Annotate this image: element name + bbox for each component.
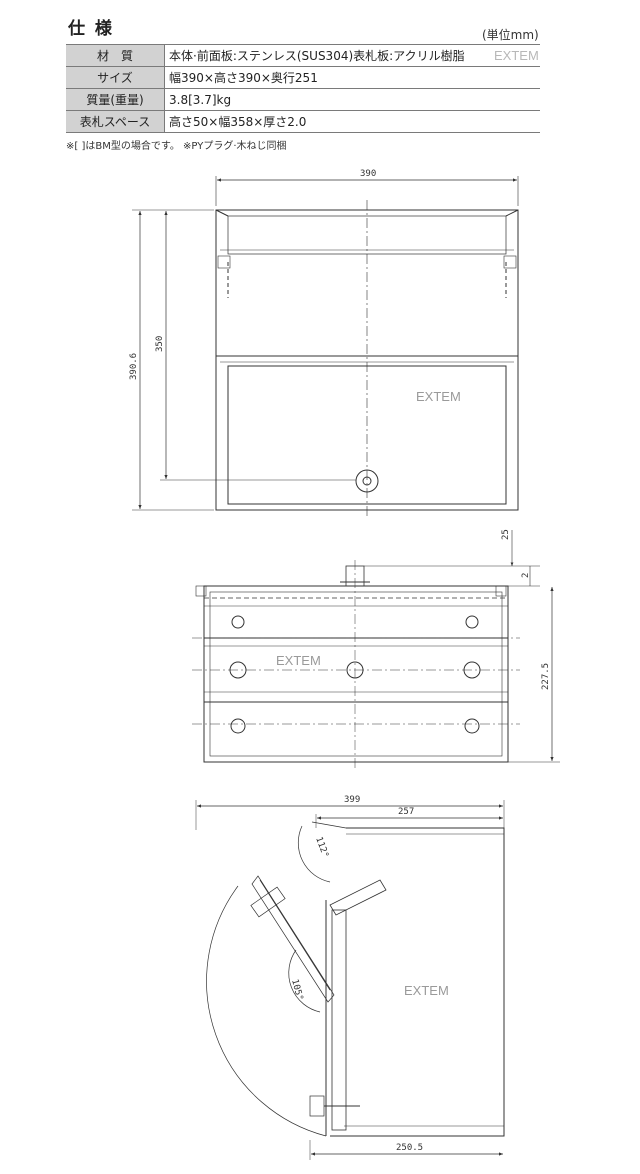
spec-row-weight: 質量(重量) 3.8[3.7]kg [66, 88, 540, 111]
front-height-total-dim: 390.6 [129, 353, 139, 380]
unit-label: (単位mm) [482, 28, 539, 42]
watermark-front: EXTEM [416, 389, 461, 404]
side-angle-mid: 105° [289, 978, 304, 1002]
spec-title: 仕 様 [68, 19, 114, 39]
watermark-side: EXTEM [404, 983, 449, 998]
spec-label: 質量(重量) [66, 88, 165, 111]
spec-table: 材 質 本体·前面板:ステンレス(SUS304)表札板:アクリル樹脂 サイズ 幅… [66, 44, 540, 133]
spec-value: 本体·前面板:ステンレス(SUS304)表札板:アクリル樹脂 [164, 44, 540, 67]
side-angle-top: 112° [313, 836, 330, 860]
spec-row-size: サイズ 幅390×高さ390×奥行251 [66, 66, 540, 89]
spec-label: サイズ [66, 66, 165, 89]
back-view [192, 530, 560, 770]
side-bottom-dim: 250.5 [396, 1143, 423, 1153]
front-view [132, 176, 519, 516]
back-small-dim: 2 [521, 573, 531, 578]
spec-note: ※[ ]はBM型の場合です。 ※PYプラグ·木ねじ同梱 [66, 141, 287, 152]
spec-value: 幅390×高さ390×奥行251 [164, 66, 540, 89]
back-top-dim: 25 [501, 529, 511, 540]
side-total-dim: 399 [344, 795, 360, 805]
spec-label: 材 質 [66, 44, 165, 67]
spec-row-material: 材 質 本体·前面板:ステンレス(SUS304)表札板:アクリル樹脂 [66, 44, 540, 67]
side-view [195, 800, 505, 1160]
side-depth-dim: 257 [398, 807, 414, 817]
spec-row-nameplate: 表札スペース 高さ50×幅358×厚さ2.0 [66, 110, 540, 133]
spec-label: 表札スペース [66, 110, 165, 133]
front-height-inner-dim: 350 [155, 336, 165, 352]
spec-value: 高さ50×幅358×厚さ2.0 [164, 110, 540, 133]
back-height-dim: 227.5 [541, 663, 551, 690]
front-width-dim: 390 [360, 169, 376, 179]
spec-value: 3.8[3.7]kg [164, 88, 540, 111]
watermark-back: EXTEM [276, 653, 321, 668]
